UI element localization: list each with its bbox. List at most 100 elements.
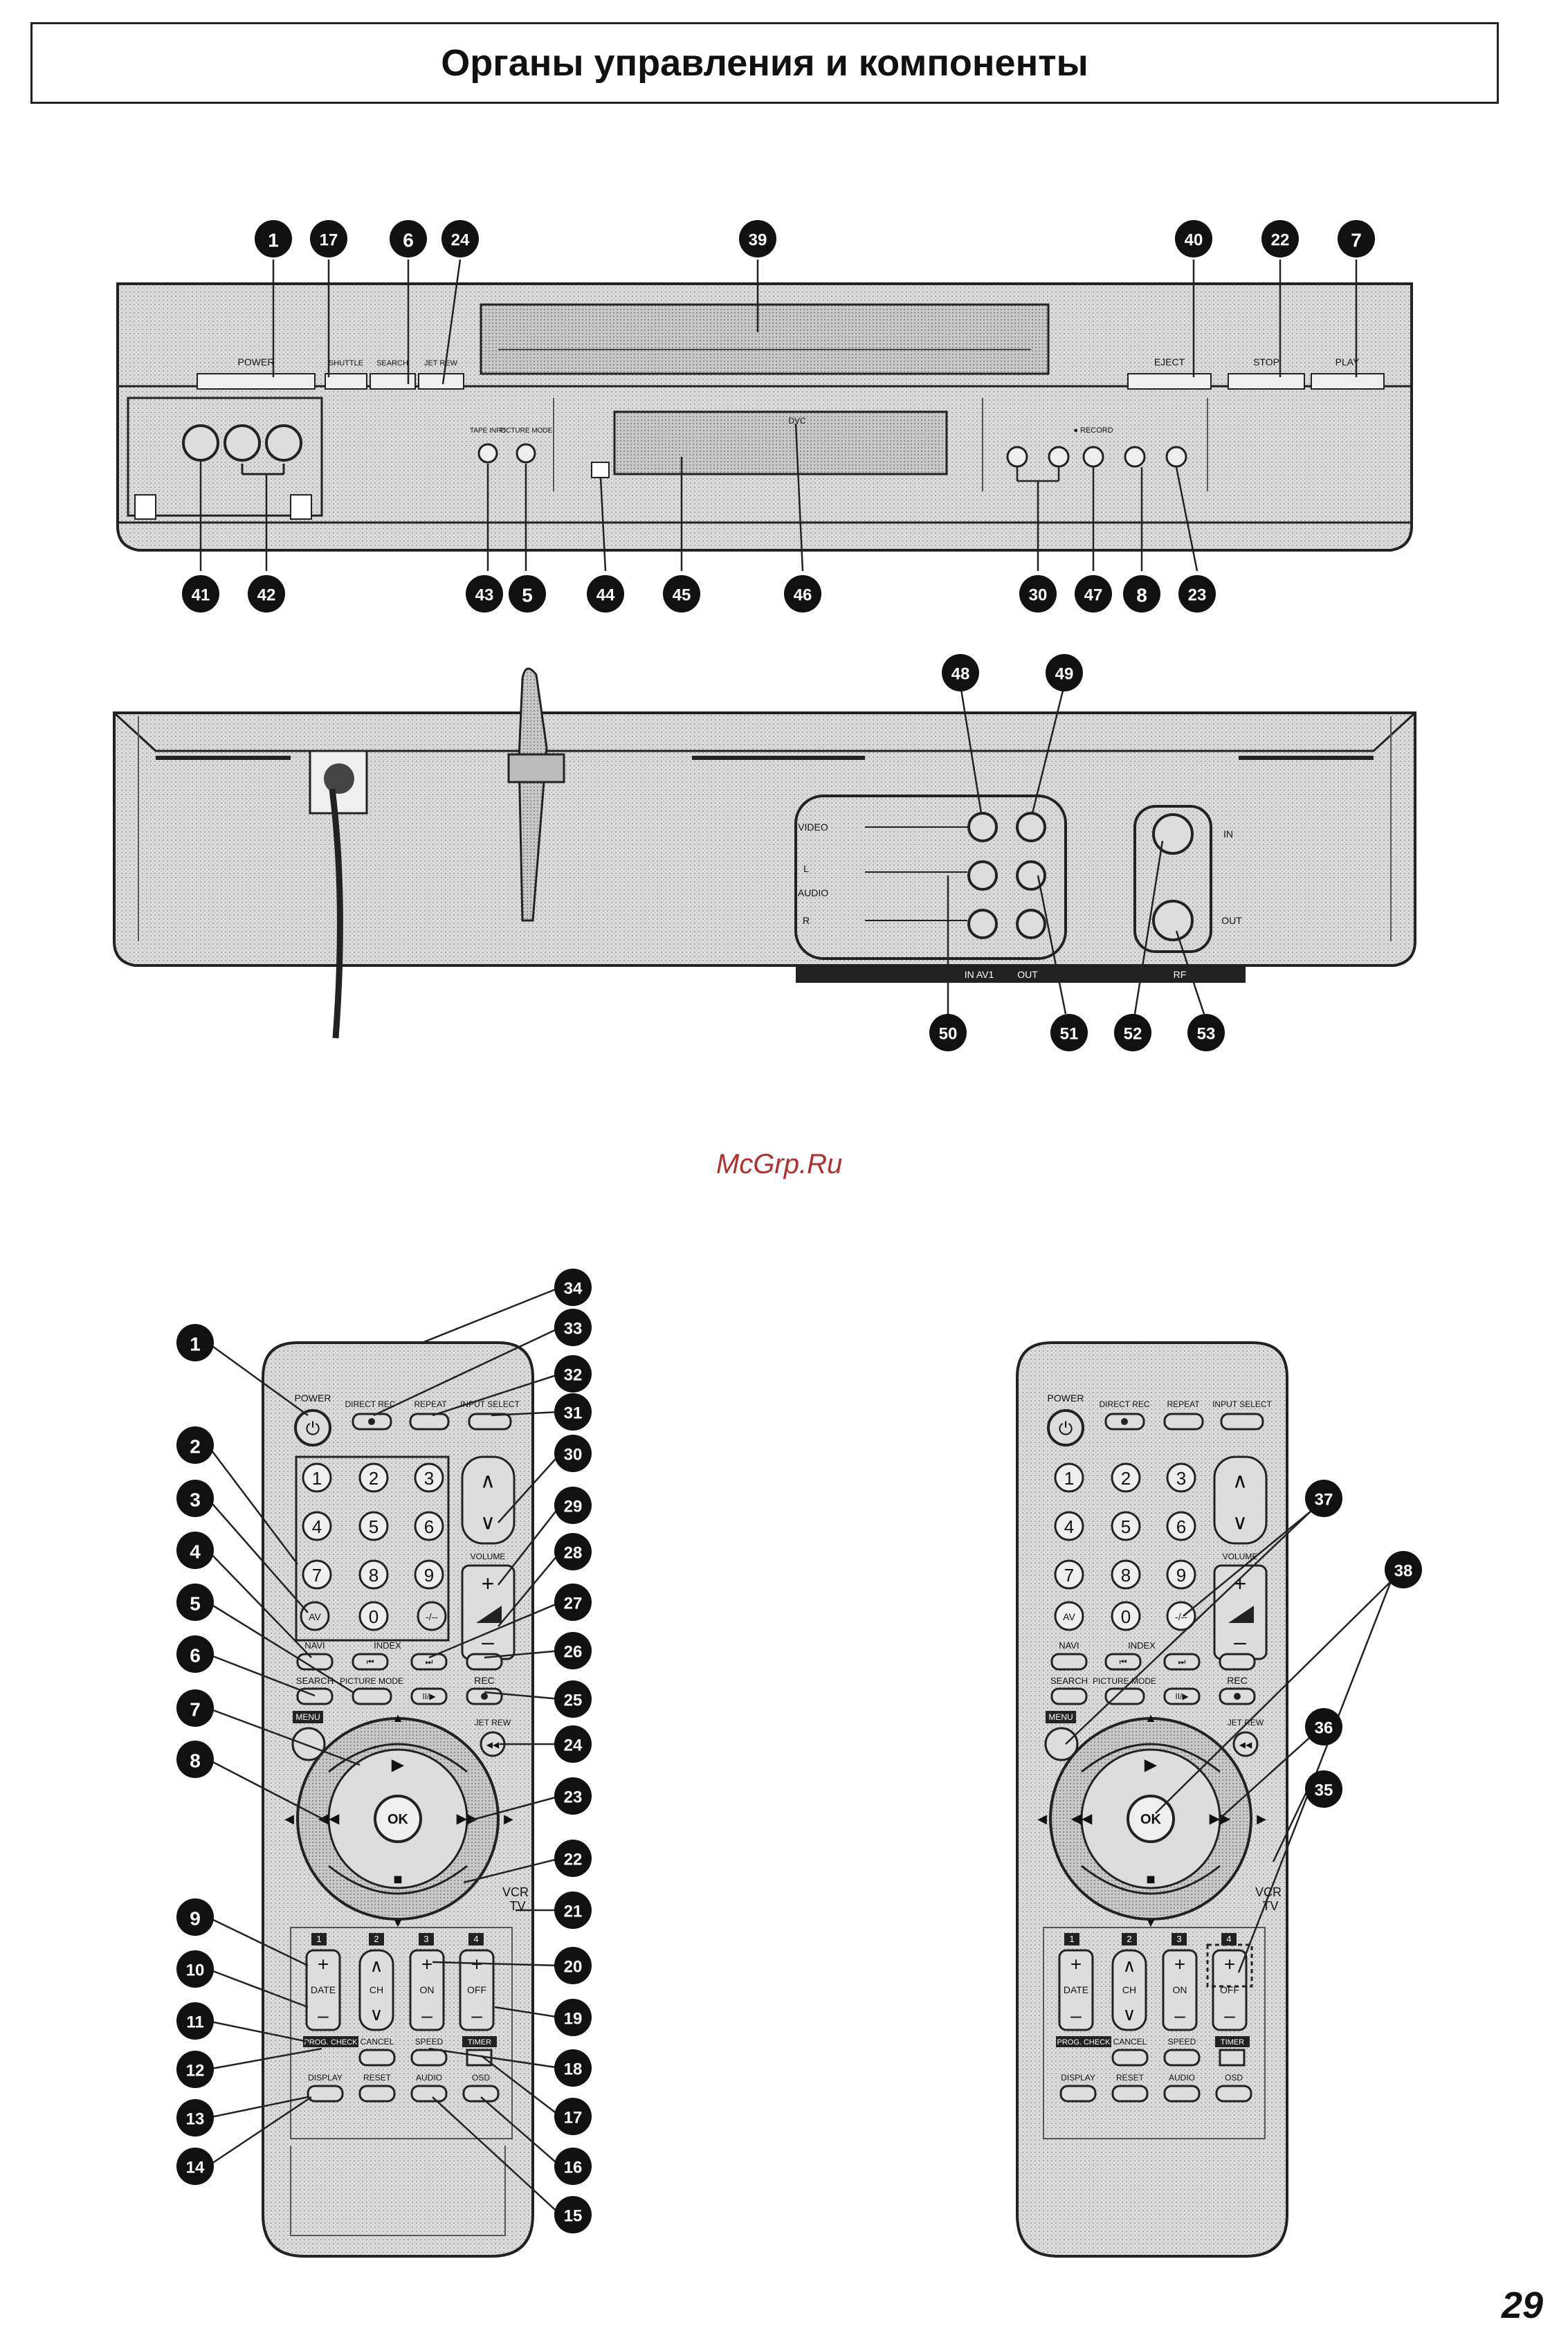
svg-text:28: 28 <box>564 1544 583 1563</box>
page-title: Органы управления и компоненты <box>441 42 1088 84</box>
svg-text:⏭: ⏭ <box>1178 1657 1186 1667</box>
svg-text:▶: ▶ <box>504 1812 513 1826</box>
r1-ok-label: OK <box>388 1812 409 1827</box>
svg-text:∨: ∨ <box>1122 2004 1136 2024</box>
callout-remote-14: 14 <box>176 2148 214 2185</box>
callout-remote-1: 1 <box>176 1324 214 1361</box>
callout-remote-26: 26 <box>554 1632 592 1669</box>
callout-front-24: 24 <box>441 220 479 257</box>
r2-dash-label: -/-- <box>1175 1611 1187 1622</box>
svg-text:40: 40 <box>1185 231 1203 250</box>
r1-vcr-label: VCR <box>502 1885 529 1899</box>
svg-text:43: 43 <box>475 586 494 605</box>
svg-text:▼: ▼ <box>1145 1916 1157 1930</box>
callout-remote-2: 2 <box>176 1426 214 1464</box>
svg-text:∧: ∧ <box>370 1955 383 1976</box>
r2-digit-7: 7 <box>1064 1565 1074 1586</box>
svg-text:23: 23 <box>564 1788 583 1807</box>
r1-off-label: OFF <box>467 1984 486 1995</box>
svg-text:■: ■ <box>393 1871 402 1888</box>
r1-digit-0: 0 <box>369 1606 379 1627</box>
r1-digit-keys: 1 2 3 4 5 6 7 8 9 0 <box>302 1462 444 1631</box>
svg-text:22: 22 <box>564 1851 583 1869</box>
callout-remote-24: 24 <box>554 1725 592 1763</box>
svg-text:15: 15 <box>564 2207 583 2226</box>
svg-text:3: 3 <box>190 1489 201 1511</box>
callout-remote-4: 4 <box>176 1532 214 1569</box>
svg-text:12: 12 <box>186 2062 205 2080</box>
callout-remote2-38: 38 <box>1385 1551 1422 1588</box>
svg-text:+: + <box>1070 1954 1082 1975</box>
callout-front-8: 8 <box>1123 575 1160 613</box>
r1-tab-1: 1 <box>316 1934 321 1944</box>
r2-digit-4: 4 <box>1064 1516 1074 1537</box>
r2-off-label: OFF <box>1220 1984 1239 1995</box>
svg-text:∧: ∧ <box>480 1470 495 1493</box>
remote-control-secondary: POWER ⏻ DIRECT REC REPEAT INPUT SELECT ∧… <box>1016 1341 1288 2258</box>
r2-tab-2: 2 <box>1127 1934 1131 1944</box>
callout-front-1: 1 <box>255 220 292 257</box>
r1-directrec-label: DIRECT REC <box>345 1399 395 1409</box>
svg-text:–: – <box>318 2005 329 2026</box>
svg-text:31: 31 <box>564 1404 583 1423</box>
front-leader-lines <box>199 259 1358 572</box>
rear-l-label: L <box>803 863 809 874</box>
svg-text:26: 26 <box>564 1643 583 1662</box>
rear-in-av1-label: IN AV1 <box>965 969 994 980</box>
svg-text:▲: ▲ <box>1145 1711 1157 1725</box>
callout-front-44: 44 <box>587 575 624 613</box>
callout-remote-23: 23 <box>554 1777 592 1815</box>
r2-date-label: DATE <box>1064 1984 1088 1995</box>
r2-directrec-label: DIRECT REC <box>1099 1399 1149 1409</box>
r2-audio-label: AUDIO <box>1169 2073 1195 2083</box>
svg-text:30: 30 <box>564 1446 583 1464</box>
svg-text:8: 8 <box>190 1750 201 1772</box>
r2-digit-3: 3 <box>1176 1468 1186 1489</box>
callout-remote-13: 13 <box>176 2099 214 2137</box>
r1-navi-label: NAVI <box>304 1640 325 1651</box>
r1-power-label: POWER <box>295 1393 331 1404</box>
svg-text:+: + <box>421 1954 432 1975</box>
svg-text:▶▶: ▶▶ <box>457 1811 478 1826</box>
r1-digit-1: 1 <box>312 1468 322 1489</box>
r2-search-label: SEARCH <box>1050 1676 1088 1686</box>
page-title-box: Органы управления и компоненты <box>30 22 1499 104</box>
r2-ok-label: OK <box>1140 1812 1162 1827</box>
page-number: 29 <box>1502 2285 1544 2326</box>
r1-digit-7: 7 <box>312 1565 322 1586</box>
callout-remote-10: 10 <box>176 1950 214 1988</box>
svg-text:38: 38 <box>1394 1562 1413 1581</box>
svg-text:8: 8 <box>1136 585 1147 606</box>
r2-jetrew-label: JET REW <box>1228 1718 1264 1727</box>
r1-timer-label: TIMER <box>468 2038 491 2047</box>
rear-r-label: R <box>803 915 810 926</box>
callout-remote-20: 20 <box>554 1947 592 1984</box>
front-shuttle-label: SHUTTLE <box>329 359 363 368</box>
r1-dash-label: -/-- <box>426 1611 438 1622</box>
svg-text:∨: ∨ <box>370 2004 383 2024</box>
svg-text:35: 35 <box>1315 1781 1333 1800</box>
r1-digit-6: 6 <box>424 1516 434 1537</box>
r1-digit-5: 5 <box>369 1516 379 1537</box>
r2-speed-label: SPEED <box>1168 2037 1196 2047</box>
r1-display-label: DISPLAY <box>308 2073 343 2083</box>
rear-rf-label: RF <box>1174 969 1187 980</box>
r2-ch-label: CH <box>1122 1984 1136 1995</box>
callout-front-45: 45 <box>663 575 700 613</box>
callout-remote-29: 29 <box>554 1487 592 1524</box>
callout-remote-18: 18 <box>554 2049 592 2087</box>
svg-text:◀◀: ◀◀ <box>486 1740 500 1750</box>
front-power-label: POWER <box>238 356 275 368</box>
svg-text:7: 7 <box>1351 230 1362 251</box>
svg-text:10: 10 <box>186 1961 205 1980</box>
svg-text:+: + <box>318 1954 329 1975</box>
svg-text:24: 24 <box>451 231 470 250</box>
svg-text:20: 20 <box>564 1958 583 1977</box>
svg-text:▶: ▶ <box>1145 1756 1158 1775</box>
rear-leader-lines <box>947 684 1205 1015</box>
r2-tab-4: 4 <box>1226 1934 1231 1944</box>
svg-text:◀: ◀ <box>1037 1812 1047 1826</box>
svg-text:6: 6 <box>190 1645 201 1667</box>
r2-digit-5: 5 <box>1121 1516 1131 1537</box>
